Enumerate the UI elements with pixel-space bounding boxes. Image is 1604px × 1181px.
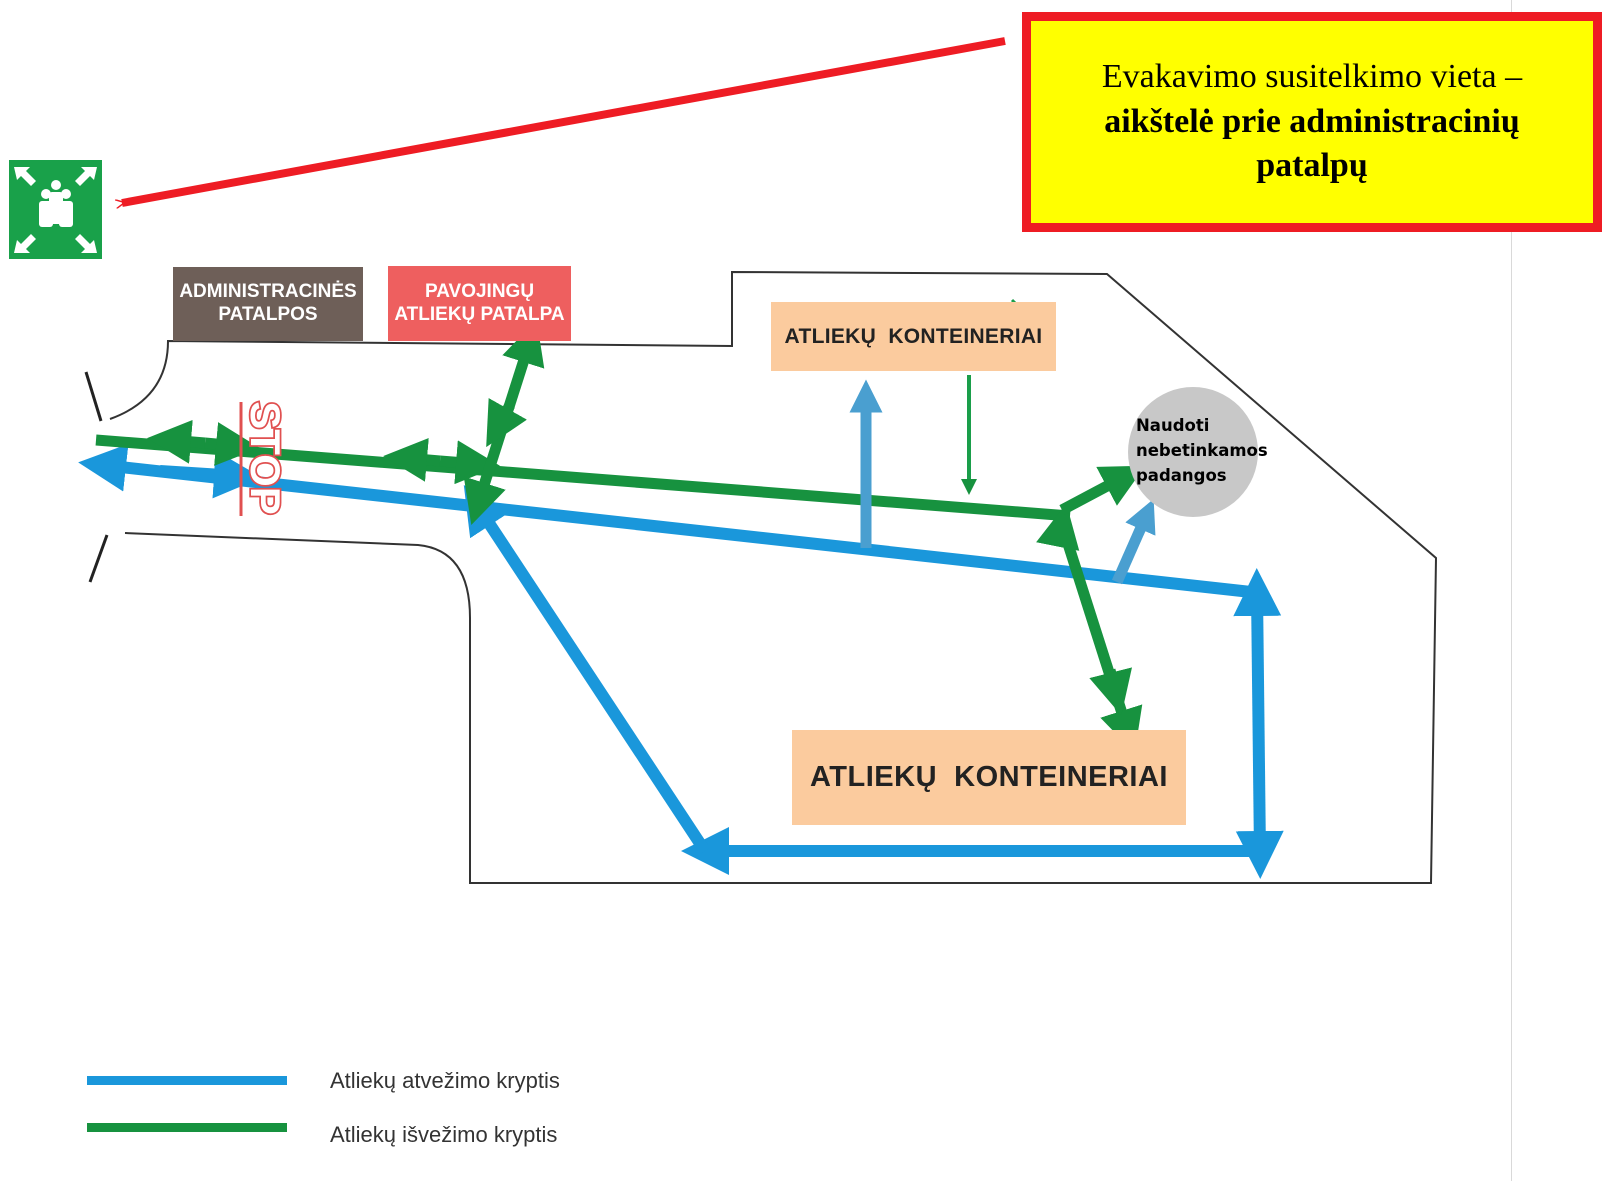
- hazardous-waste-line-2: ATLIEKŲ PATALPA: [394, 303, 565, 325]
- legend-swatch-delivery: [87, 1076, 287, 1085]
- removal-arrow-1: [147, 419, 206, 464]
- delivery-main-route: [78, 443, 1252, 598]
- assembly-point-line-3: patalpų: [1256, 147, 1368, 185]
- tyres-zone: [1128, 387, 1258, 517]
- page-right-rule: [1511, 0, 1512, 1181]
- removal-arrow-7: [1089, 667, 1133, 716]
- upper-containers: ATLIEKŲ KONTEINERIAI: [771, 302, 1056, 371]
- tyres-line-2: nebetinkamos: [1136, 440, 1268, 460]
- admin-building-line-2: PATALPOS: [218, 304, 318, 325]
- assembly-point-line-2: aikštelė prie administracinių: [1104, 102, 1520, 140]
- removal-to-tyres: [1059, 465, 1146, 515]
- upper-containers-label: ATLIEKŲ KONTEINERIAI: [784, 324, 1043, 348]
- site-boundary: [124, 270, 1438, 884]
- feeder-to-tyres: [1111, 498, 1156, 585]
- assembly-point-line-1: Evakavimo susitelkimo vieta –: [1101, 57, 1523, 95]
- admin-building: ADMINISTRACINĖS PATALPOS: [173, 267, 363, 341]
- legend-label-delivery: Atliekų atvežimo kryptis: [330, 1068, 560, 1093]
- assembly-point-callout: Evakavimo susitelkimo vieta – aikštelė p…: [1022, 12, 1602, 232]
- tyres-zone-label: Naudoti nebetinkamos padangos: [1136, 414, 1276, 488]
- legend-label-removal: Atliekų išvežimo kryptis: [330, 1122, 558, 1147]
- removal-arrow-3: [383, 437, 441, 482]
- feeder-arrows: [849, 379, 1156, 585]
- removal-to-lower-containers: [1056, 523, 1143, 753]
- removal-arrow-2: [204, 422, 260, 466]
- site-boundary-upper: [109, 339, 733, 420]
- removal-routes: [95, 320, 1146, 753]
- tyres-line-1: Naudoti: [1136, 416, 1210, 435]
- hazardous-waste-room: PAVOJINGŲ ATLIEKŲ PATALPA: [388, 266, 571, 341]
- delivery-entry-arrow: [159, 450, 262, 499]
- removal-arrow-5: [486, 398, 527, 448]
- tyres-line-3: padangos: [1136, 465, 1227, 485]
- admin-building-line-1: ADMINISTRACINĖS: [179, 281, 357, 303]
- delivery-routes: [78, 443, 1284, 879]
- assembly-point-icon: [9, 160, 102, 259]
- lower-containers: ATLIEKŲ KONTEINERIAI: [792, 730, 1186, 825]
- gate-post-top: [84, 371, 103, 422]
- delivery-right-leg: [1233, 568, 1284, 879]
- stop-sign-text: STOP: [242, 401, 289, 515]
- removal-arrow-6: [1036, 503, 1080, 551]
- lower-containers-label: ATLIEKŲ KONTEINERIAI: [810, 761, 1168, 793]
- legend-swatch-removal: [87, 1123, 287, 1132]
- delivery-diagonal-leg: [463, 484, 711, 855]
- removal-arrow-4: [439, 440, 500, 485]
- hazardous-waste-line-1: PAVOJINGŲ: [424, 280, 535, 302]
- stop-marking: STOP: [239, 399, 291, 517]
- gate-post-bottom: [88, 534, 109, 583]
- assembly-pointer-arrow: [122, 37, 1006, 203]
